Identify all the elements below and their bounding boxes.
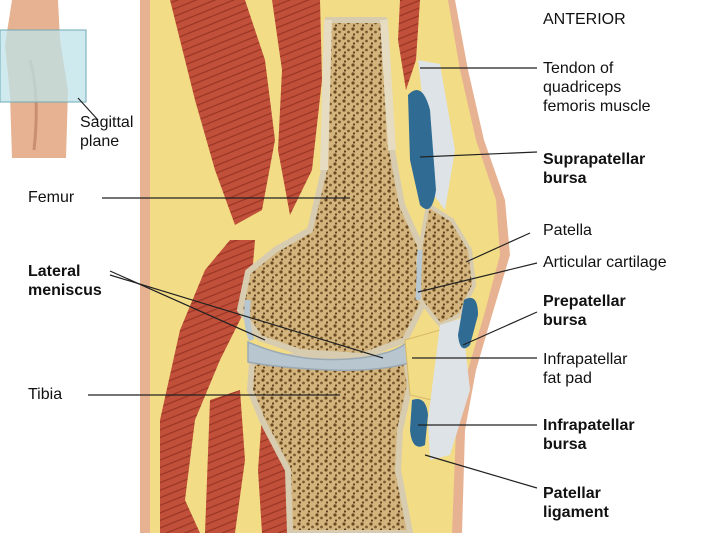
quadriceps-tendon-label: Tendon of quadriceps femoris muscle xyxy=(543,59,651,116)
patellar-ligament-label: Patellar ligament xyxy=(543,484,609,522)
articular-cartilage-label: Articular cartilage xyxy=(543,253,667,272)
femur-label: Femur xyxy=(28,188,74,207)
prepatellar-bursa-label: Prepatellar bursa xyxy=(543,292,626,330)
patella-label: Patella xyxy=(543,221,592,240)
sagittal-plane-thumbnail xyxy=(0,0,86,158)
tibia-label: Tibia xyxy=(28,385,62,404)
orientation-label: ANTERIOR xyxy=(543,10,626,29)
lateral-meniscus-label: Lateral meniscus xyxy=(28,262,102,300)
suprapatellar-bursa-label: Suprapatellar bursa xyxy=(543,150,645,188)
infrapatellar-bursa-label: Infrapatellar bursa xyxy=(543,416,635,454)
infrapatellar-bursa-shape xyxy=(410,399,428,447)
sagittal-plane-label: Sagittal plane xyxy=(80,113,133,151)
infrapatellar-fat-pad-label: Infrapatellar fat pad xyxy=(543,350,628,388)
